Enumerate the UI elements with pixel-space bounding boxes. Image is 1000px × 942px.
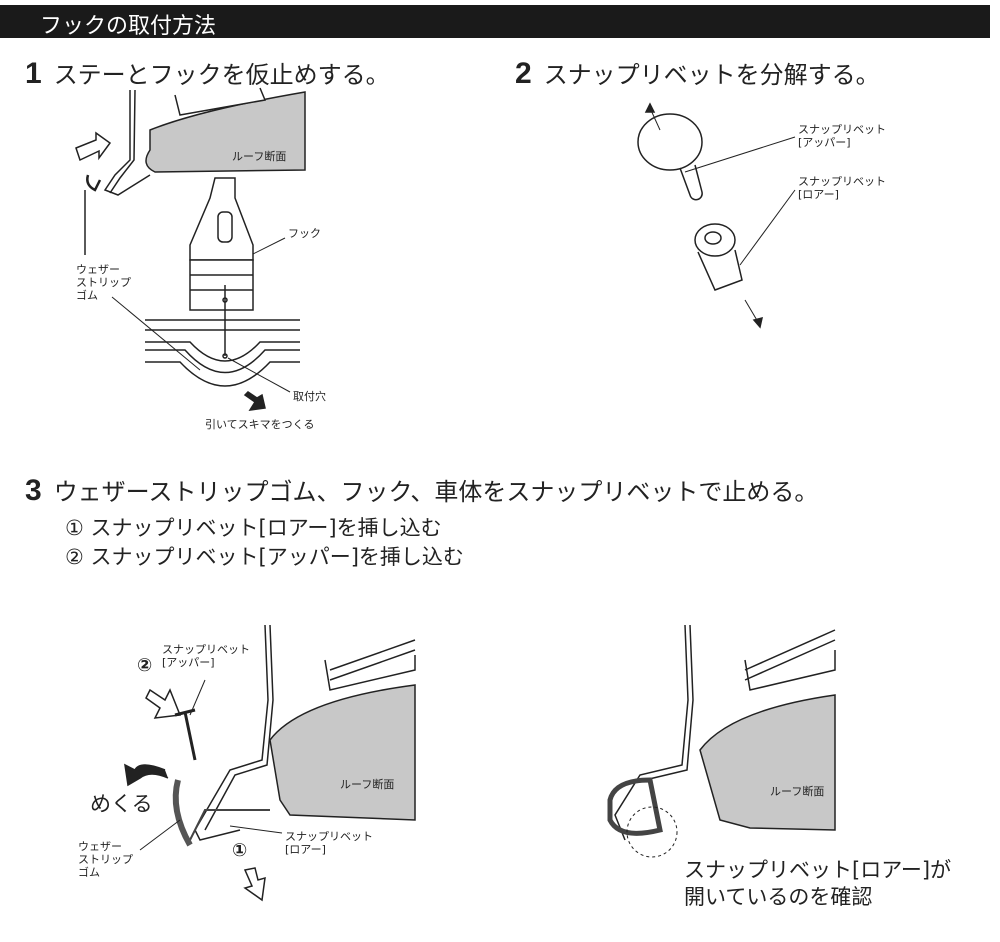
fig3-peel-label: めくる [90,792,153,816]
step-number: 3 [25,474,42,507]
step-text: スナップリベットを分解する。 [543,61,880,89]
fig3-marker-1: ① [232,840,248,861]
fig1-hook-label: フック [288,227,321,240]
substep-1: ① スナップリベット[ロアー]を挿し込む [65,516,442,540]
fig3-upper-label: スナップリベット[アッパー] [162,643,250,669]
fig4-confirm-label: スナップリベット[ロアー]が開いているのを確認 [684,858,952,909]
fig3-weatherstrip-label: ウェザーストリップゴム [78,840,133,879]
step-text: ウェザーストリップゴム、フック、車体をスナップリベットで止める。 [53,478,819,506]
fig3-drawing [124,624,416,902]
fig2-lower-label: スナップリベット[ロアー] [798,175,886,201]
fig3-marker-2: ② [137,655,153,676]
fig4-drawing [607,624,836,858]
section-title: フックの取付方法 [40,14,217,39]
fig3-roof-label: ルーフ断面 [340,778,395,791]
fig1-roof-label: ルーフ断面 [232,150,287,163]
fig1-drawing [75,87,306,411]
step-2: 2 スナップリベットを分解する。 [515,55,880,91]
fig4-roof-label: ルーフ断面 [770,785,825,798]
step-text: ステーとフックを仮止めする。 [53,61,390,89]
fig2-upper-label: スナップリベット[アッパー] [798,123,886,149]
step-number: 1 [25,57,42,90]
step-3: 3 ウェザーストリップゴム、フック、車体をスナップリベットで止める。 [25,472,818,508]
substep-2: ② スナップリベット[アッパー]を挿し込む [65,545,464,569]
step-1: 1 ステーとフックを仮止めする。 [25,55,390,91]
fig1-hole-label: 取付穴 [293,390,326,403]
fig1-weatherstrip-label: ウェザーストリップゴム [76,263,131,302]
fig3-lower-label: スナップリベット[ロアー] [285,830,373,856]
section-header: フックの取付方法 [0,5,990,39]
fig2-drawing [637,102,796,329]
step-number: 2 [515,57,532,90]
fig1-pull-label: 引いてスキマをつくる [205,418,315,431]
